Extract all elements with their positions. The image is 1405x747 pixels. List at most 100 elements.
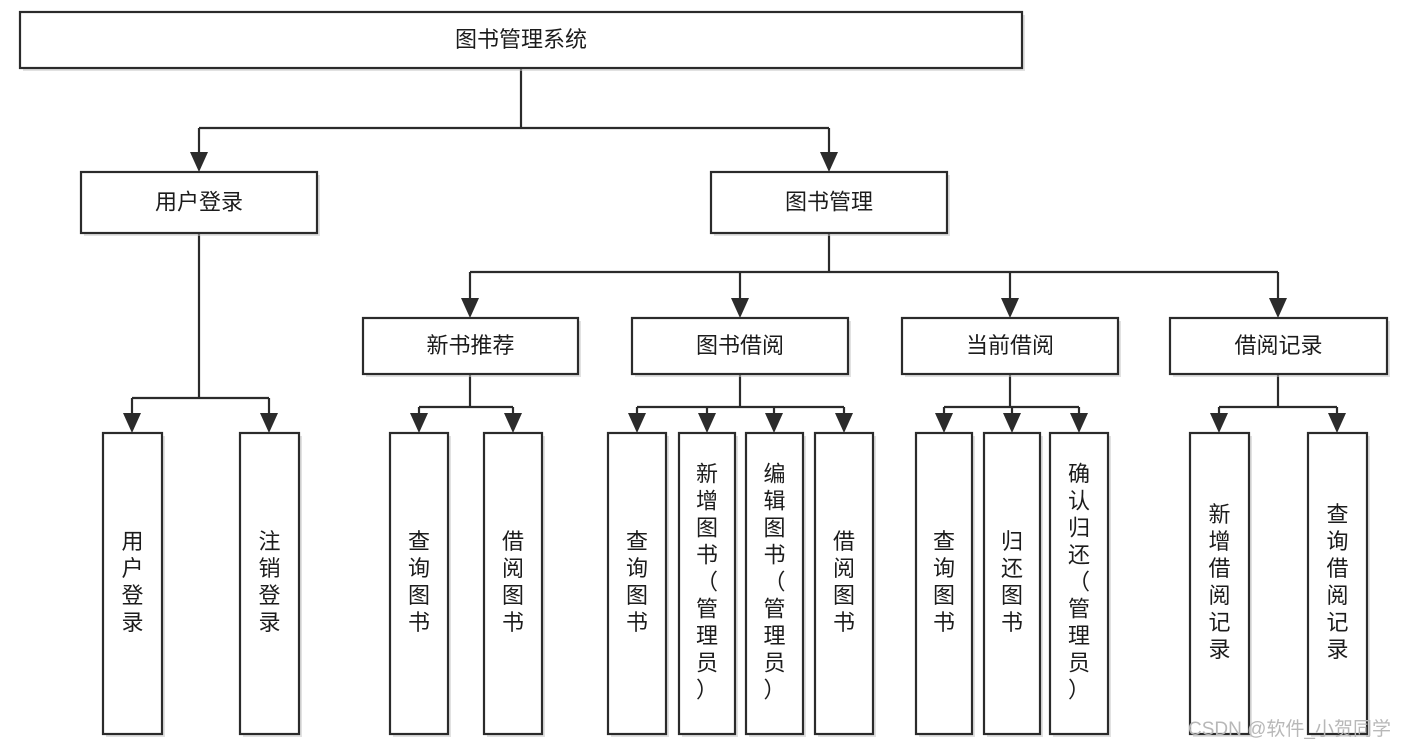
node-label-char: 用: [121, 529, 143, 554]
node-图书管理[interactable]: 图书管理: [709, 170, 950, 236]
node-label-char: 借: [1326, 556, 1348, 581]
arrow-head-icon: [765, 413, 783, 433]
arrow-head-icon: [1210, 413, 1228, 433]
node-label-char: 增: [696, 488, 718, 513]
node-label-char: 员: [1068, 650, 1090, 675]
node-rect[interactable]: [900, 316, 1120, 376]
node-rect[interactable]: [914, 431, 974, 736]
node-label-char: 询: [626, 556, 648, 581]
node-label-char: 认: [1068, 488, 1090, 513]
node-图书借阅[interactable]: 图书借阅: [630, 316, 851, 377]
arrow-head-icon: [628, 413, 646, 433]
arrow-head-icon: [410, 413, 428, 433]
node-label-char: 图: [1001, 583, 1023, 608]
node-用户登录[interactable]: 用户登录: [101, 431, 165, 737]
node-借阅记录[interactable]: 借阅记录: [1168, 316, 1390, 377]
node-label-char: 书: [408, 610, 430, 635]
node-rect[interactable]: [1168, 316, 1389, 376]
arrow-head-icon: [1001, 298, 1019, 318]
node-rect[interactable]: [813, 431, 875, 736]
node-rect[interactable]: [79, 170, 319, 235]
node-label-char: 图: [933, 583, 955, 608]
node-label-char: 图: [408, 583, 430, 608]
node-rect[interactable]: [18, 10, 1024, 70]
node-label-char: 查: [408, 529, 430, 554]
node-rect[interactable]: [677, 431, 737, 736]
node-rect[interactable]: [606, 431, 668, 736]
node-label-char: 管: [763, 596, 785, 621]
node-label-char: 管: [1068, 596, 1090, 621]
node-rect[interactable]: [1188, 431, 1251, 736]
node-rect[interactable]: [709, 170, 949, 235]
node-label: 新书推荐: [426, 333, 514, 358]
node-label-char: 询: [408, 556, 430, 581]
node-rect[interactable]: [482, 431, 544, 736]
node-当前借阅[interactable]: 当前借阅: [900, 316, 1121, 377]
node-label-char: （: [763, 569, 785, 594]
node-label-char: 图: [696, 515, 718, 540]
node-图书管理系统[interactable]: 图书管理系统: [18, 10, 1025, 71]
node-label-char: 员: [696, 650, 718, 675]
node-label-char: 记: [1326, 610, 1348, 635]
node-label-char: ）: [763, 677, 785, 702]
node-rect[interactable]: [238, 431, 301, 736]
node-layer: 图书管理系统用户登录图书管理新书推荐图书借阅当前借阅借阅记录用户登录注销登录查询…: [18, 10, 1390, 737]
node-label-char: 阅: [1208, 583, 1230, 608]
node-rect[interactable]: [1048, 431, 1110, 736]
node-label-char: 归: [1068, 515, 1090, 540]
node-rect[interactable]: [744, 431, 805, 736]
node-label-char: 编: [763, 461, 785, 486]
arrow-head-icon: [190, 152, 208, 172]
node-label-char: 阅: [502, 556, 524, 581]
node-label-char: 书: [1001, 610, 1023, 635]
node-rect[interactable]: [361, 316, 580, 376]
node-rect[interactable]: [982, 431, 1042, 736]
node-label-char: 图: [763, 515, 785, 540]
node-label-char: 增: [1208, 529, 1230, 554]
node-label-char: 借: [1208, 556, 1230, 581]
node-rect[interactable]: [101, 431, 164, 736]
node-label-char: 询: [933, 556, 955, 581]
node-label-char: 理: [696, 623, 718, 648]
node-label: 用户登录: [155, 189, 243, 214]
connector-layer: [123, 68, 1346, 433]
node-rect[interactable]: [1306, 431, 1369, 736]
node-label-char: 户: [121, 556, 143, 581]
node-rect[interactable]: [630, 316, 850, 376]
node-label-char: 查: [933, 529, 955, 554]
node-label-char: 录: [121, 610, 143, 635]
node-用户登录[interactable]: 用户登录: [79, 170, 320, 236]
node-label-char: 新: [1208, 502, 1230, 527]
node-label-char: 记: [1208, 610, 1230, 635]
node-label: 图书借阅: [696, 333, 784, 358]
node-label-char: 图: [502, 583, 524, 608]
node-label-char: 录: [1208, 637, 1230, 662]
node-新书推荐[interactable]: 新书推荐: [361, 316, 581, 377]
node-label-char: 登: [258, 583, 280, 608]
node-label-char: ）: [696, 677, 718, 702]
arrow-head-icon: [260, 413, 278, 433]
node-label-char: ）: [1068, 677, 1090, 702]
node-label-char: 图: [833, 583, 855, 608]
node-label-char: 理: [763, 623, 785, 648]
node-label-char: 阅: [1326, 583, 1348, 608]
node-rect[interactable]: [388, 431, 450, 736]
arrow-head-icon: [935, 413, 953, 433]
node-label-char: 图: [626, 583, 648, 608]
node-label-char: （: [696, 569, 718, 594]
node-label-char: 员: [763, 650, 785, 675]
